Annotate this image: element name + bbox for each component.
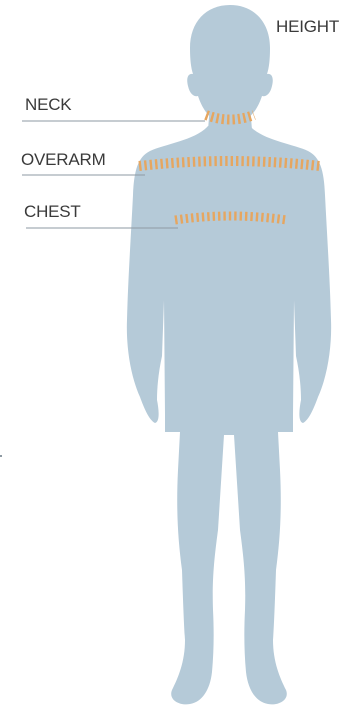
chest-label: CHEST [24,203,81,220]
overarm-label: OVERARM [21,151,106,168]
height-label: HEIGHT [276,18,339,35]
human-silhouette [127,5,331,704]
head-shape [187,5,273,117]
neck-label: NECK [25,96,71,113]
edge-mark [0,455,2,457]
